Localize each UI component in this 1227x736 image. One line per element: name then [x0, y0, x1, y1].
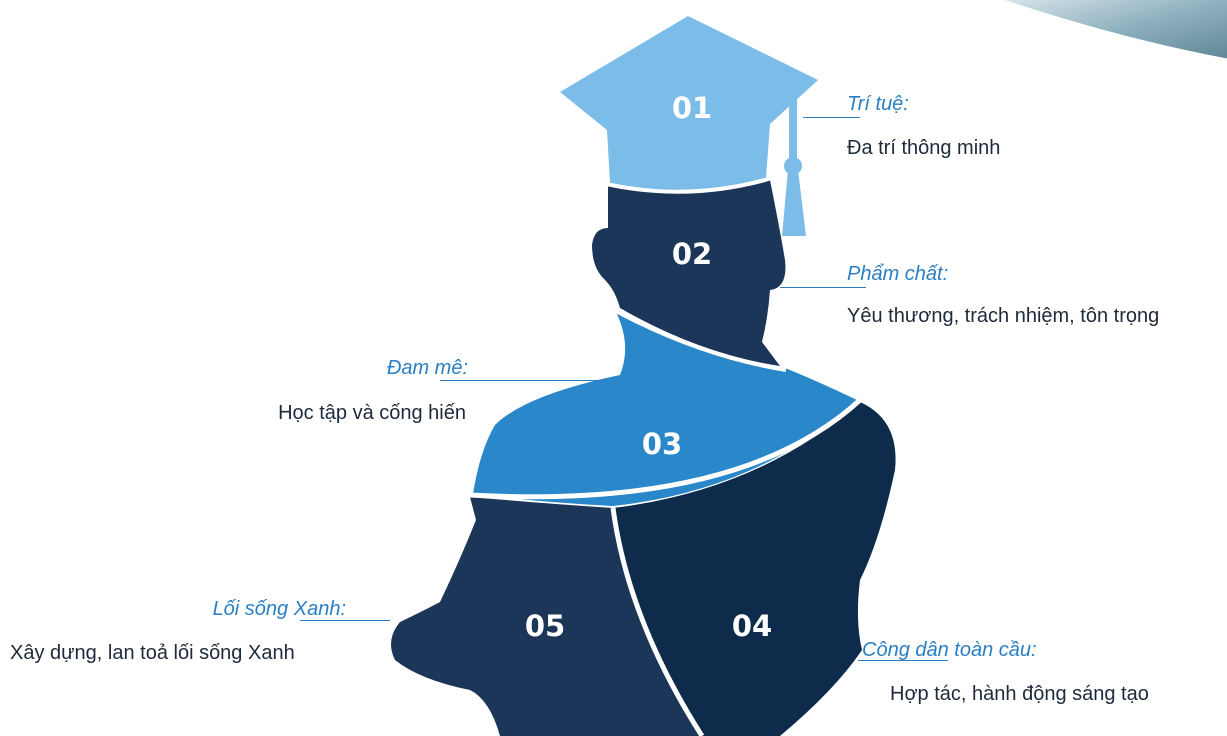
segment-05-description: Xây dựng, lan toả lối sống Xanh — [10, 642, 295, 664]
segment-03-title: Đam mê: — [386, 357, 468, 379]
divider-cap-head — [605, 176, 773, 194]
divider-shoulders-body — [469, 398, 862, 500]
segment-04-number: 04 — [732, 609, 772, 643]
segment-02-number: 02 — [672, 237, 712, 271]
segment-05-shape — [391, 497, 700, 736]
segment-03-description: Học tập và cống hiến — [278, 402, 466, 424]
connector-04 — [858, 660, 948, 661]
segment-02-shape — [592, 180, 786, 366]
segment-05-number: 05 — [525, 609, 565, 643]
segment-01-title: Trí tuệ: — [847, 93, 909, 115]
segment-04-title: Công dân toàn cầu: — [862, 639, 1037, 661]
connector-01 — [803, 117, 860, 118]
segment-02-title: Phẩm chất: — [847, 263, 949, 285]
connector-02 — [780, 287, 866, 288]
tassel-fringe — [782, 170, 806, 236]
segment-03-number: 03 — [642, 427, 682, 461]
segment-04-shape — [613, 402, 896, 736]
segment-01-number: 01 — [672, 91, 712, 125]
segment-05-title: Lối sống Xanh: — [212, 598, 346, 620]
segment-02-description: Yêu thương, trách nhiệm, tôn trọng — [847, 305, 1160, 327]
connector-03 — [440, 380, 607, 381]
divider-body-left-right — [610, 507, 705, 736]
connector-05 — [300, 620, 390, 621]
segment-01-description: Đa trí thông minh — [847, 137, 1001, 159]
segment-03-shape — [473, 312, 857, 506]
segment-04-description: Hợp tác, hành động sáng tạo — [890, 683, 1149, 705]
divider-head-shoulders — [613, 308, 787, 372]
corner-photo-edge — [999, 0, 1227, 62]
landscape-photo-corner-icon — [1000, 0, 1227, 60]
segment-01-shape — [560, 16, 818, 191]
